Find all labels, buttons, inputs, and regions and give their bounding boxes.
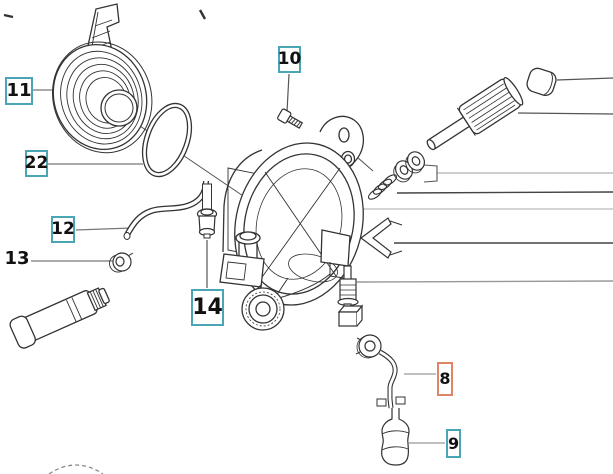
screw-part xyxy=(277,108,304,129)
callout-8-highlighted[interactable]: 8 xyxy=(437,362,453,396)
callout-22[interactable]: 22 xyxy=(25,150,48,177)
drive-shaft-part xyxy=(426,77,524,151)
edge-marks xyxy=(3,9,207,20)
callout-9[interactable]: 9 xyxy=(446,429,461,458)
filter-part xyxy=(380,408,410,466)
grommet-part xyxy=(109,252,134,273)
suction-hose-part xyxy=(9,287,110,349)
callout-13: 13 xyxy=(4,248,30,269)
callout-12[interactable]: 12 xyxy=(51,216,75,243)
callout-11[interactable]: 11 xyxy=(5,77,33,105)
pickup-hose-part xyxy=(355,334,406,409)
leader-lines xyxy=(344,77,613,283)
direction-arrow xyxy=(359,217,403,259)
oil-pipe-part xyxy=(123,180,209,240)
bottom-arc xyxy=(48,464,104,474)
nipple-part xyxy=(196,183,218,239)
spring-part xyxy=(367,174,398,200)
pump-housing-part xyxy=(219,115,365,331)
o-ring-part xyxy=(141,102,193,178)
callout-14[interactable]: 14 xyxy=(191,289,224,326)
cap-part xyxy=(526,67,557,96)
washers-part xyxy=(393,151,426,183)
pump-cover-part xyxy=(52,3,153,154)
plunger-part xyxy=(337,265,364,327)
callout-10[interactable]: 10 xyxy=(278,46,301,73)
